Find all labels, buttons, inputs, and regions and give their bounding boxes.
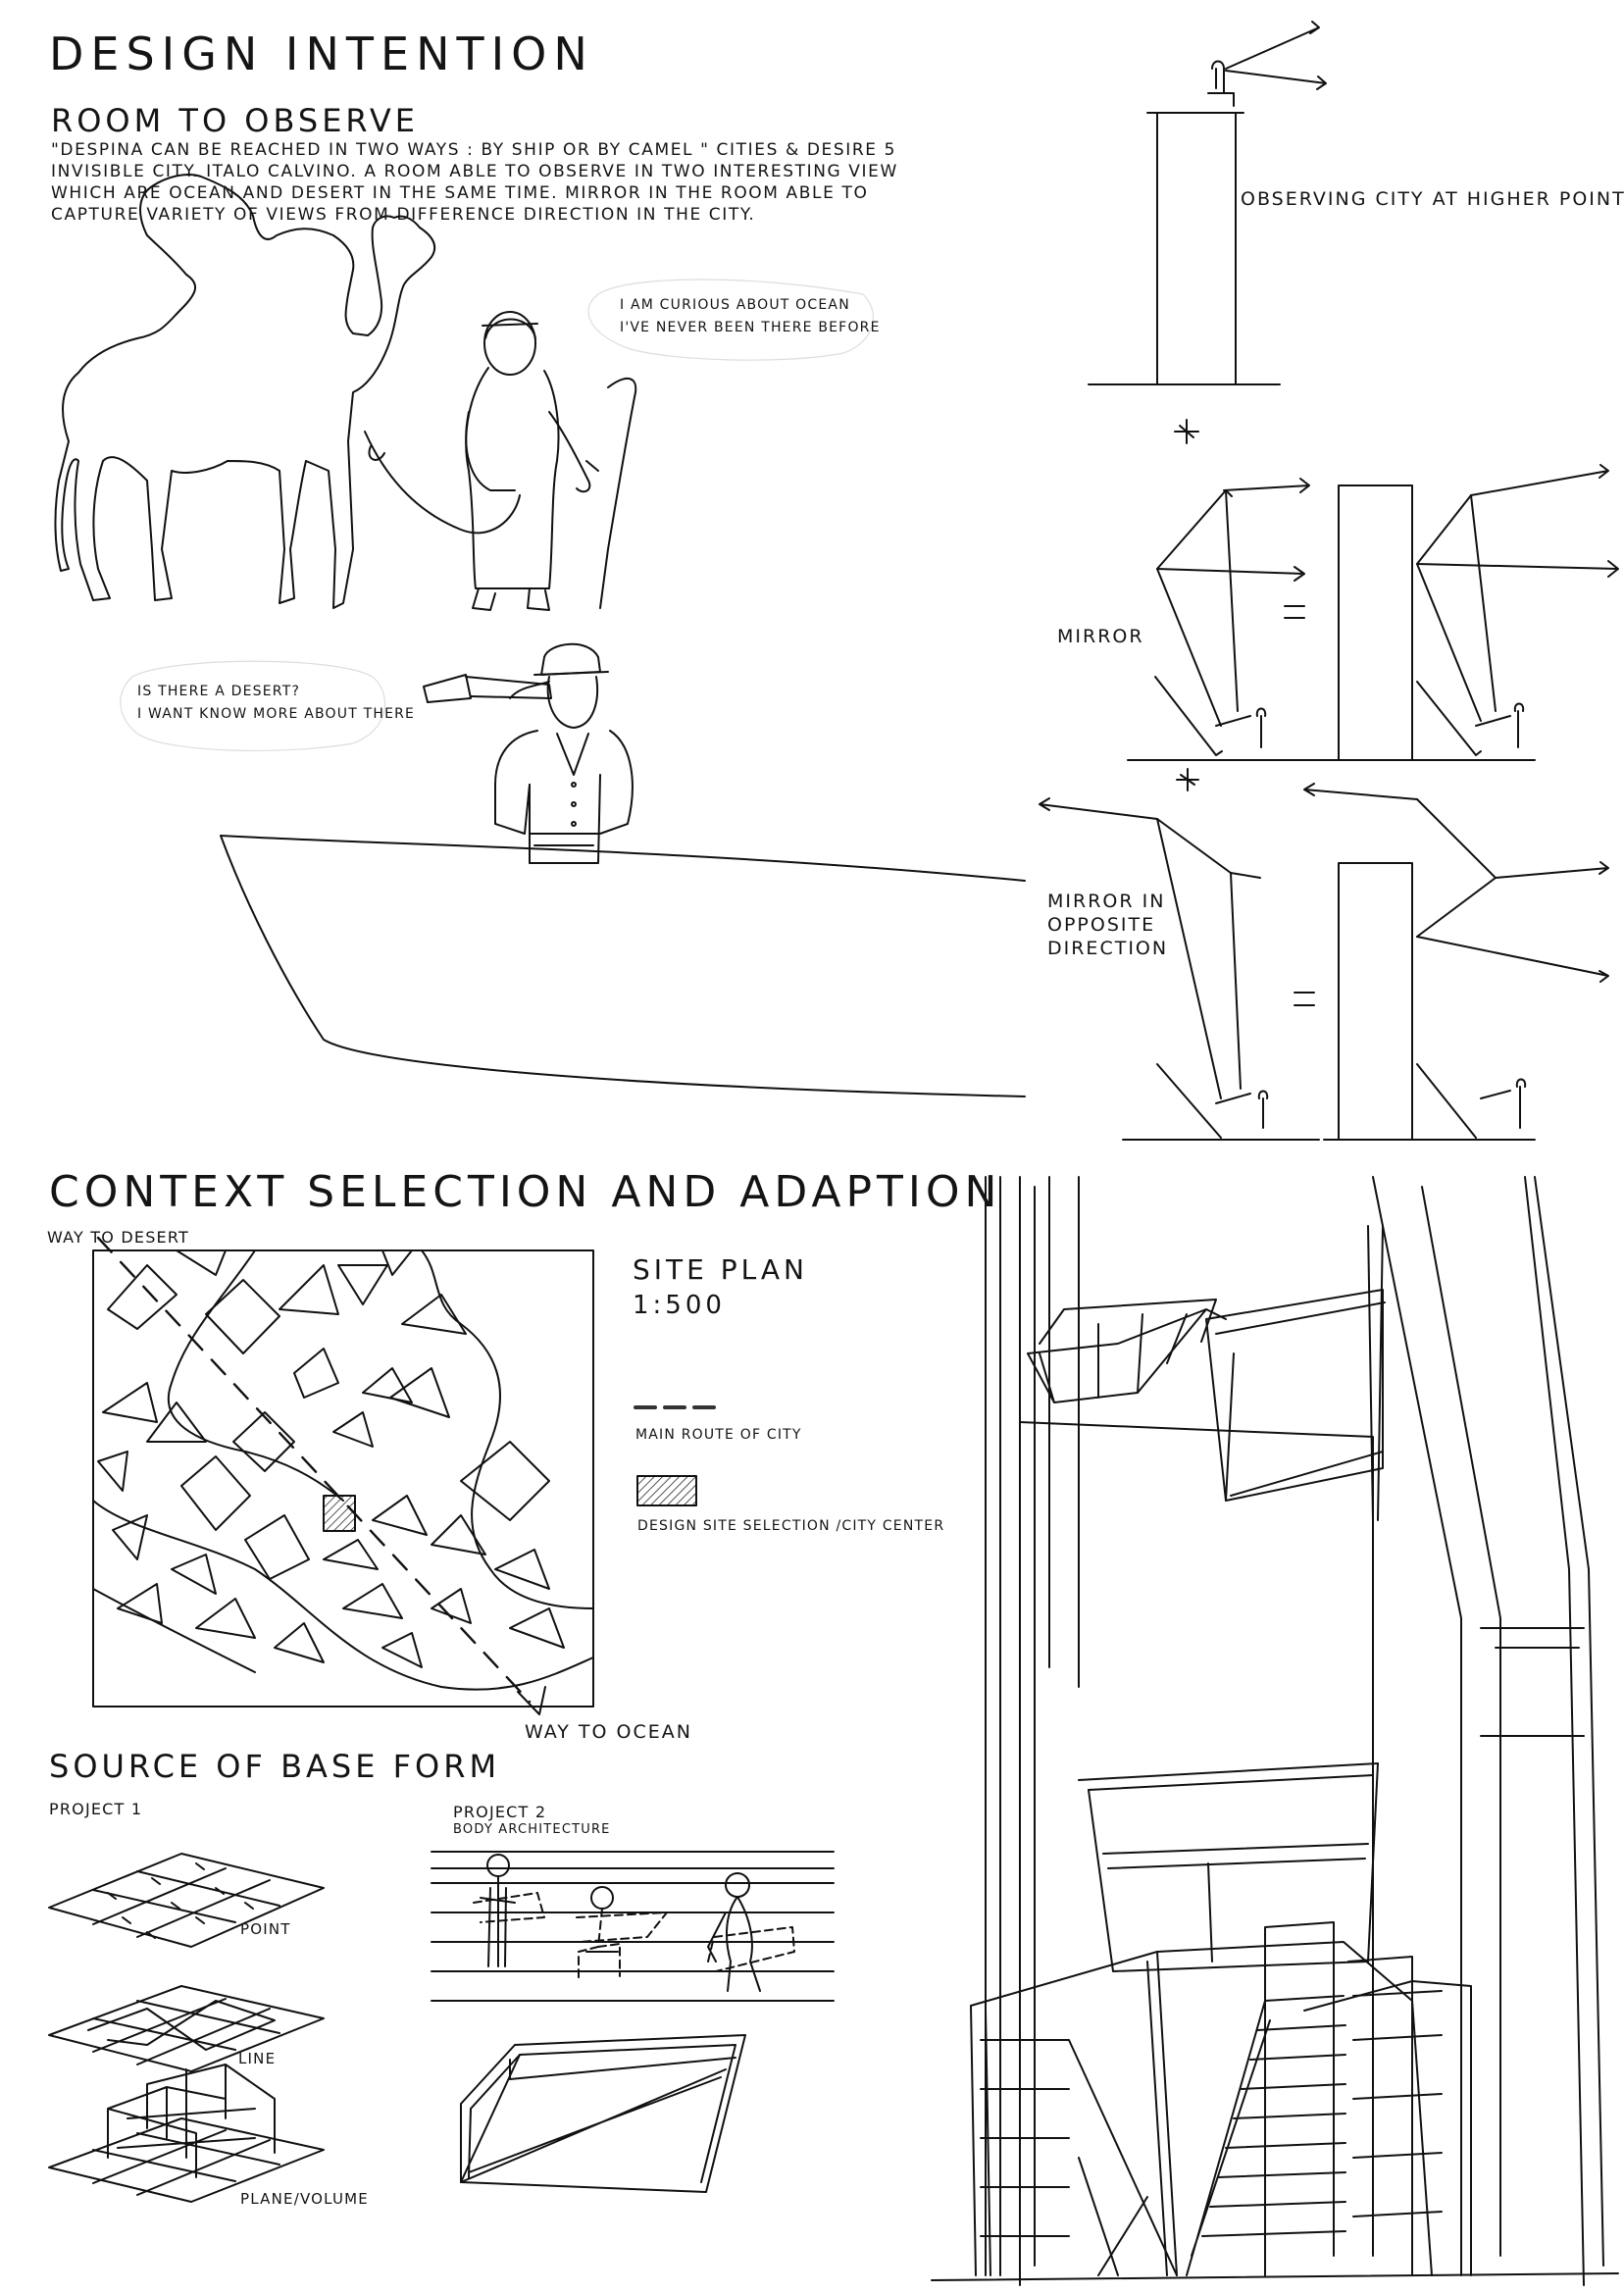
camel-figure (55, 175, 520, 608)
perspective-sketch (932, 1177, 1618, 2285)
project2-sub-label: BODY ARCHITECTURE (453, 1822, 611, 1837)
room-text-line-3: WHICH ARE OCEAN AND DESERT IN THE SAME T… (51, 184, 868, 203)
boat-hull (221, 836, 1025, 1096)
site-plan (93, 1238, 593, 1714)
opposite-label-line-2: OPPOSITE (1047, 914, 1155, 936)
page-title: DESIGN INTENTION (49, 27, 594, 80)
room-heading: ROOM TO OBSERVE (51, 102, 419, 139)
way-to-ocean-label: WAY TO OCEAN (525, 1721, 692, 1743)
mirror-label: MIRROR (1057, 626, 1144, 647)
legend-site-label: DESIGN SITE SELECTION /CITY CENTER (637, 1518, 944, 1534)
opposite-label-line-1: MIRROR IN (1047, 891, 1165, 912)
mirror-diagram (1040, 465, 1618, 1140)
project1-label: PROJECT 1 (49, 1800, 142, 1818)
base-form-heading: SOURCE OF BASE FORM (49, 1748, 500, 1785)
camel-speech-line-2: I'VE NEVER BEEN THERE BEFORE (620, 320, 881, 335)
plane-label: PLANE/VOLUME (240, 2190, 369, 2208)
site-plan-scale: 1:500 (633, 1291, 726, 1320)
room-text-line-2: INVISIBLE CITY. ITALO CALVINO. A ROOM AB… (51, 163, 898, 181)
project2-body (431, 1852, 834, 2192)
project2-label: PROJECT 2 (453, 1803, 546, 1821)
sailor-speech-line-1: IS THERE A DESERT? (137, 684, 300, 699)
room-text-line-1: "DESPINA CAN BE REACHED IN TWO WAYS : BY… (51, 141, 896, 160)
opposite-label-line-3: DIRECTION (1047, 938, 1168, 959)
way-to-desert-label: WAY TO DESERT (47, 1228, 189, 1247)
camel-speech-line-1: I AM CURIOUS ABOUT OCEAN (620, 297, 850, 313)
line-label: LINE (238, 2050, 276, 2067)
legend (635, 1407, 714, 1505)
context-heading: CONTEXT SELECTION AND ADAPTION (49, 1167, 1001, 1217)
observe-label: OBSERVING CITY AT HIGHER POINT (1241, 188, 1624, 210)
point-label: POINT (240, 1920, 291, 1938)
legend-route-label: MAIN ROUTE OF CITY (635, 1427, 802, 1443)
bedouin-figure (466, 312, 635, 610)
site-plan-title: SITE PLAN (633, 1253, 808, 1286)
project1-grids (49, 1854, 324, 2202)
sailor-speech-line-2: I WANT KNOW MORE ABOUT THERE (137, 706, 415, 722)
sailor-figure (424, 644, 633, 863)
tower-diagram (1089, 22, 1326, 443)
room-text-line-4: CAPTURE VARIETY OF VIEWS FROM DIFFERENCE… (51, 206, 755, 225)
